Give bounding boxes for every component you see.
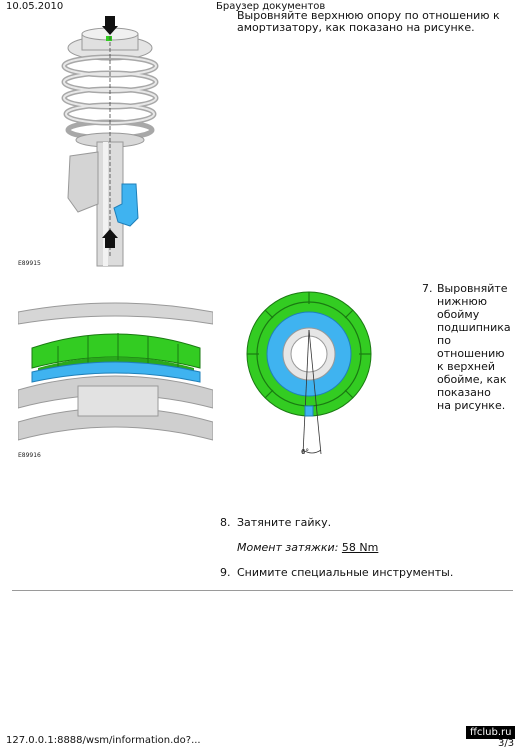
torque-value-link[interactable]: 58 Nm bbox=[341, 541, 379, 554]
step-7-line: по bbox=[437, 334, 451, 347]
step-7-line: Выровняйте bbox=[437, 282, 508, 295]
figure-ring-alignment: 6° bbox=[245, 290, 375, 460]
figure-1-label: E89915 bbox=[18, 260, 41, 267]
step-7-line: отношению bbox=[437, 347, 505, 360]
figure-strut-assembly: E89915 bbox=[18, 8, 218, 270]
figure-bearing-closeup: E89916 bbox=[18, 290, 213, 460]
step-7-number: 7. bbox=[422, 282, 433, 295]
ring-alignment-illustration bbox=[246, 291, 372, 455]
step-7-line: подшипника bbox=[437, 321, 511, 334]
step-9-text: Снимите специальные инструменты. bbox=[237, 566, 454, 579]
header-date: 10.05.2010 bbox=[6, 1, 64, 12]
step-7-line: нижнюю bbox=[437, 295, 487, 308]
step-7-line: на рисунке. bbox=[437, 399, 506, 412]
step-8-number: 8. bbox=[220, 516, 231, 529]
torque-spec: Момент затяжки: 58 Nm bbox=[237, 541, 378, 554]
step-7-line: показано bbox=[437, 386, 491, 399]
footer-page: 3/3 bbox=[498, 738, 515, 749]
step-8-text: Затяните гайку. bbox=[237, 516, 332, 529]
step-6-line-1: Выровняйте верхнюю опору по отношению к bbox=[237, 9, 500, 22]
footer-url: 127.0.0.1:8888/wsm/information.do?... bbox=[6, 735, 201, 746]
page-divider bbox=[12, 590, 513, 591]
strut-illustration bbox=[61, 16, 159, 267]
torque-label: Момент затяжки: bbox=[237, 541, 339, 554]
step-7-line: обойме, как bbox=[437, 373, 507, 386]
step-7-line: к верхней bbox=[437, 360, 495, 373]
watermark: ffclub.ru bbox=[466, 726, 516, 739]
figure-2-label: E89916 bbox=[18, 452, 41, 459]
step-7-line: обойму bbox=[437, 308, 480, 321]
angle-label: 6° bbox=[301, 448, 309, 456]
step-7-text: Выровняйте нижнюю обойму подшипника по о… bbox=[437, 282, 517, 412]
header-title: Браузер документов bbox=[216, 1, 326, 12]
step-9-number: 9. bbox=[220, 566, 231, 579]
bearing-closeup-illustration bbox=[18, 290, 213, 460]
step-6-line-2: амортизатору, как показано на рисунке. bbox=[237, 21, 475, 34]
